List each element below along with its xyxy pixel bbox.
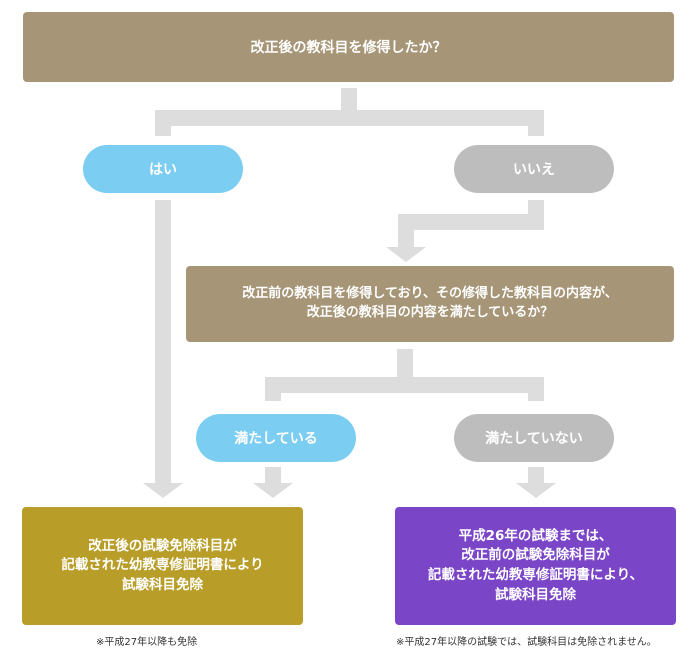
result-limited-line-4: 試験科目免除 [495,586,576,603]
arrow-yes-to-result [143,483,183,498]
result-exempt-note: ※平成27年以降も免除 [96,637,198,648]
result-exempt-box: 改正後の試験免除科目が 記載された幼教専修証明書により 試験科目免除 [22,507,303,625]
answer-yes-pill: はい [83,145,243,193]
question-2-box: 改正前の教科目を修得しており、その修得した教科目の内容が、 改正後の教科目の内容… [186,266,674,342]
connector-q2-stem [397,349,413,377]
question-1-text: 改正後の教科目を修得したか？ [250,40,447,56]
connector-q1-right-drop [528,110,544,136]
result-limited-note: ※平成27年以降の試験では、試験科目は免除されません。 [396,637,657,648]
question-2-line-2: 改正後の教科目の内容を満たしているか？ [306,305,554,320]
connector-q2-left-drop [265,377,281,401]
answer-no-pill: いいえ [454,145,614,193]
question-2-line-1: 改正前の教科目を修得しており、その修得した教科目の内容が、 [242,286,618,302]
answer-satisfied-label: 満たしている [234,431,318,447]
arrow-no-to-q2 [386,247,426,262]
answer-not-satisfied-pill: 満たしていない [454,414,614,462]
result-limited-line-2: 改正前の試験免除科目が [461,547,610,564]
connector-q1-stem [341,88,357,110]
result-limited-line-1: 平成26年の試験までは、 [458,527,613,544]
connector-satisfied-down [265,467,281,485]
connector-q1-left-drop [155,110,171,136]
connector-q2-right-drop [528,377,544,401]
connector-yes-down [155,200,171,485]
connector-no-across [398,214,544,230]
connector-q2-branch [265,377,544,393]
answer-satisfied-pill: 満たしている [196,414,356,462]
result-exempt-line-1: 改正後の試験免除科目が [88,537,237,554]
answer-no-label: いいえ [513,162,555,178]
result-limited-box: 平成26年の試験までは、 改正前の試験免除科目が 記載された幼教専修証明書により… [395,507,676,625]
answer-not-satisfied-label: 満たしていない [485,431,583,447]
arrow-satisfied-to-result [253,483,293,498]
arrow-not-satisfied-to-result [516,483,556,498]
result-exempt-line-2: 記載された幼教専修証明書により [61,557,264,574]
result-limited-line-3: 記載された幼教専修証明書により、 [427,567,644,583]
connector-not-satisfied-down [528,467,544,485]
connector-q1-branch [155,110,544,126]
connector-no-drop [398,214,414,249]
question-1-box: 改正後の教科目を修得したか？ [23,12,674,82]
answer-yes-label: はい [149,162,177,178]
result-exempt-line-3: 試験科目免除 [122,576,203,593]
